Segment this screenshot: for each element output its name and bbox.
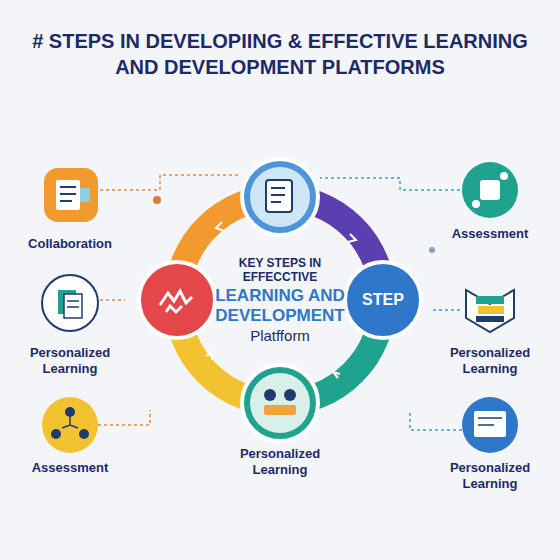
node-text: Assessment	[15, 460, 125, 476]
icon-label: Personalized Learning	[435, 345, 545, 378]
node-text: Personalized Learning	[435, 460, 545, 493]
node-text: LEARNING AND DEVELOPMENT	[200, 286, 360, 325]
center-title: KEY STEPS IN EFFECCTIVELEARNING AND DEVE…	[200, 256, 360, 344]
step-label: Personalized Learning	[220, 446, 340, 479]
icon-label: Assessment	[15, 460, 125, 476]
icon-label: Personalized Learning	[435, 460, 545, 493]
node-text: Personalized Learning	[15, 345, 125, 378]
icon-label: Collaboration	[10, 236, 130, 252]
node-text: STEP	[348, 291, 418, 309]
node-text: Assessment	[435, 226, 545, 242]
node-text: Collaboration	[10, 236, 130, 252]
node-text: Personalized Learning	[220, 446, 340, 479]
title: # STEPS IN DEVELOPIING & EFFECTIVE LEARN…	[20, 28, 540, 80]
icon-label: Assessment	[435, 226, 545, 242]
node-text: KEY STEPS IN EFFECCTIVE	[200, 256, 360, 284]
node-text: Personalized Learning	[435, 345, 545, 378]
node-text: Platfform	[200, 327, 360, 344]
step-circle: STEP	[348, 291, 418, 309]
icon-label: Personalized Learning	[15, 345, 125, 378]
